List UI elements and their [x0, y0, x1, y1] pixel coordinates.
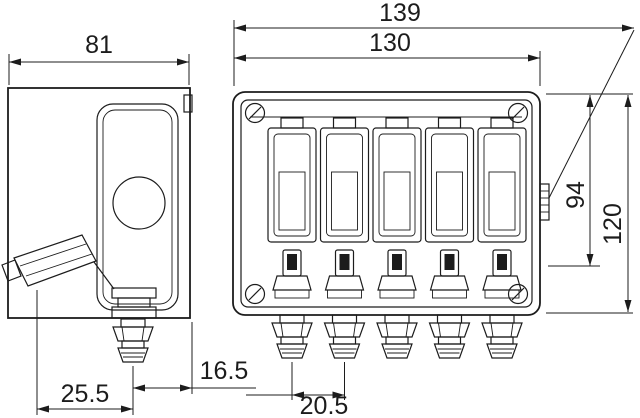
oblique-extension-line	[548, 29, 635, 199]
protection-module	[372, 117, 422, 299]
cable-gland	[481, 314, 523, 359]
dimension-gland-pitch: 20.5	[246, 362, 348, 418]
side-view	[1, 87, 193, 363]
dim-overall-height-label: 120	[599, 203, 627, 245]
terminal-plug-tip	[1, 259, 22, 282]
dim-inner-height-label: 94	[562, 181, 590, 209]
corner-screw	[244, 102, 266, 124]
protection-module	[477, 117, 527, 299]
dim-gland-pitch-label: 20.5	[300, 392, 349, 418]
corner-screw	[507, 283, 529, 305]
dimension-gland-side-offset: 25.5	[36, 290, 134, 415]
corner-screw	[507, 102, 529, 124]
corner-screw	[244, 283, 266, 305]
side-knockout-circle	[112, 176, 166, 230]
dimension-overall-width: 139	[233, 0, 635, 199]
dimension-inner-height: 94	[548, 95, 600, 267]
front-view	[232, 91, 550, 359]
cable-gland	[428, 314, 471, 359]
dimension-gland-to-front: 16.5	[133, 322, 256, 394]
angled-terminal	[1, 234, 115, 290]
side-connector	[539, 183, 550, 221]
side-enclosure-body	[7, 87, 191, 319]
dimension-body-width: 130	[234, 29, 541, 86]
dimensions: 81 139 130 94 120 16.5	[8, 0, 635, 418]
side-door-inner-outline	[102, 109, 173, 305]
cable-gland	[112, 318, 154, 363]
dimension-overall-height: 120	[546, 93, 633, 314]
dim-gland-to-front-label: 16.5	[200, 357, 249, 385]
front-enclosure-inner-outline	[240, 99, 533, 308]
side-mount-tab	[183, 94, 193, 113]
protection-module	[319, 117, 370, 299]
dim-gland-side-offset-label: 25.5	[61, 380, 110, 408]
cable-gland	[376, 314, 418, 359]
dim-body-width-label: 130	[369, 29, 411, 57]
cable-gland	[323, 314, 366, 359]
side-gland-stem	[111, 287, 157, 319]
dimension-side-width: 81	[8, 31, 190, 85]
protection-module	[424, 117, 475, 299]
cable-gland	[271, 314, 313, 359]
dim-overall-width-label: 139	[379, 0, 421, 27]
dim-side-width-label: 81	[85, 31, 113, 59]
side-door-panel	[96, 103, 179, 311]
protection-module	[267, 117, 317, 299]
